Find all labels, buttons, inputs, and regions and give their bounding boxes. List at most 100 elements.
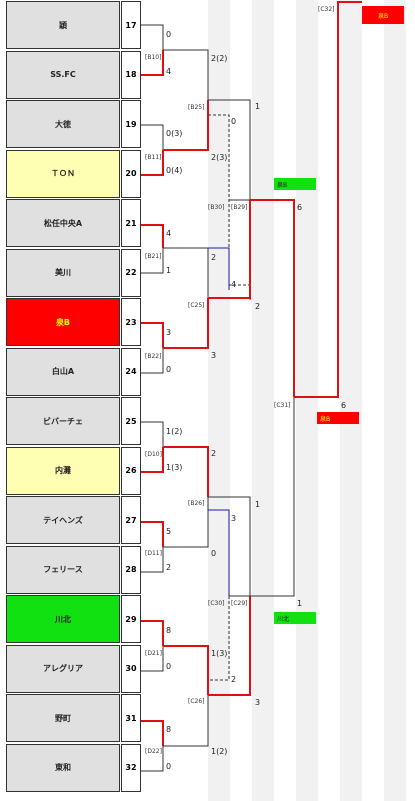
bracket-line bbox=[141, 746, 164, 772]
score-c29: 2 bbox=[231, 675, 237, 684]
match-label-c30: [C30] bbox=[208, 600, 225, 607]
score-r2d-top: 1(3) bbox=[211, 649, 228, 658]
score-m5-bot: 1(3) bbox=[166, 463, 183, 472]
score-m5-top: 1(2) bbox=[166, 427, 183, 436]
column-band-1 bbox=[208, 0, 230, 801]
team-name-cell: ビバーチェ bbox=[6, 397, 120, 445]
score-m3-bot: 1 bbox=[166, 266, 172, 275]
match-label-b21: [B21] bbox=[145, 253, 162, 260]
match-label-b10: [B10] bbox=[145, 54, 162, 61]
column-band-5 bbox=[384, 0, 406, 801]
team-number-cell: 29 bbox=[121, 595, 141, 643]
bracket-line bbox=[141, 50, 164, 76]
champion-badge: 泉B bbox=[362, 6, 404, 24]
match-label-c32: [C32] bbox=[318, 6, 335, 13]
team-number-cell: 23 bbox=[121, 298, 141, 346]
bracket-line bbox=[141, 224, 164, 248]
bracket-line bbox=[208, 247, 230, 290]
score-r2b-top: 2 bbox=[211, 253, 217, 262]
bracket-line bbox=[208, 99, 251, 200]
score-b29: 4 bbox=[231, 280, 237, 289]
column-band-4 bbox=[340, 0, 362, 801]
team-number-cell: 24 bbox=[121, 347, 141, 396]
match-label-d21: [D21] bbox=[145, 650, 162, 657]
team-number-cell: 25 bbox=[121, 397, 141, 445]
match-label-b22: [B22] bbox=[145, 353, 162, 360]
score-r2a-bot: 2(3) bbox=[211, 153, 228, 162]
team-number-cell: 18 bbox=[121, 50, 141, 99]
winner-badge-semi-top: 泉B bbox=[274, 178, 316, 190]
bracket-line bbox=[141, 547, 164, 573]
score-m7-bot: 0 bbox=[166, 662, 172, 671]
team-number-cell: 26 bbox=[121, 446, 141, 495]
score-m8-bot: 0 bbox=[166, 762, 172, 771]
score-r2a-top: 2(2) bbox=[211, 54, 228, 63]
team-number-cell: 28 bbox=[121, 545, 141, 594]
score-m4-bot: 0 bbox=[166, 365, 172, 374]
team-number-cell: 31 bbox=[121, 694, 141, 742]
team-name-cell: フェリース bbox=[6, 545, 120, 594]
match-label-b11: [B11] bbox=[145, 154, 162, 161]
bracket-line bbox=[141, 447, 164, 473]
bracket-line bbox=[141, 124, 164, 150]
bracket-line bbox=[163, 645, 209, 695]
team-number-cell: 20 bbox=[121, 149, 141, 198]
column-band-3 bbox=[296, 0, 318, 801]
match-label-b30: [B30] bbox=[208, 204, 225, 211]
score-m1-top: 0 bbox=[166, 30, 172, 39]
team-name-cell: SS.FC bbox=[6, 50, 120, 99]
team-number-cell: 32 bbox=[121, 743, 141, 792]
match-label-c25: [C25] bbox=[188, 302, 205, 309]
match-label-d10: [D10] bbox=[145, 451, 162, 458]
bracket-line bbox=[208, 596, 230, 681]
bracket-line bbox=[141, 521, 164, 547]
score-r3b-top: 1 bbox=[255, 500, 261, 509]
score-semi-top: 6 bbox=[297, 203, 303, 212]
score-r3b-bot: 3 bbox=[255, 698, 261, 707]
bracket-line bbox=[163, 100, 209, 151]
match-label-c31: [C31] bbox=[274, 402, 291, 409]
score-r3a-bot: 2 bbox=[255, 302, 261, 311]
bracket-line bbox=[294, 1, 362, 398]
score-m8-top: 8 bbox=[166, 725, 172, 734]
team-name-cell: 川北 bbox=[6, 595, 120, 643]
team-name-cell: 美川 bbox=[6, 248, 120, 297]
bracket-line bbox=[163, 695, 209, 747]
winner-badge-semi-bot: 川北 bbox=[274, 612, 316, 624]
team-name-cell: 内灘 bbox=[6, 446, 120, 495]
bracket-line bbox=[141, 150, 164, 176]
bracket-line bbox=[250, 199, 295, 397]
score-b30: 0 bbox=[231, 117, 237, 126]
score-m1-bot: 4 bbox=[166, 67, 172, 76]
score-m3-top: 4 bbox=[166, 229, 172, 238]
bracket-line bbox=[141, 421, 164, 447]
bracket-line bbox=[208, 496, 251, 596]
bracket-line bbox=[163, 446, 209, 497]
bracket-line bbox=[141, 322, 164, 348]
team-name-cell: 穎 bbox=[6, 1, 120, 49]
score-m7-top: 8 bbox=[166, 626, 172, 635]
score-semi-bot: 1 bbox=[297, 599, 303, 608]
team-number-cell: 17 bbox=[121, 1, 141, 49]
bracket-line bbox=[163, 49, 209, 100]
match-label-c26: [C26] bbox=[188, 698, 205, 705]
score-m4-top: 3 bbox=[166, 328, 172, 337]
bracket-line bbox=[141, 348, 164, 374]
bracket-line bbox=[163, 298, 209, 349]
match-label-b25: [B25] bbox=[188, 104, 205, 111]
team-number-cell: 19 bbox=[121, 100, 141, 148]
team-name-cell: 松任中央A bbox=[6, 199, 120, 247]
score-c30: 3 bbox=[231, 514, 237, 523]
bracket-line bbox=[141, 646, 164, 672]
bracket-line bbox=[141, 720, 164, 746]
match-label-d11: [D11] bbox=[145, 550, 162, 557]
match-label-d22: [D22] bbox=[145, 748, 162, 755]
team-name-cell: 大徳 bbox=[6, 100, 120, 148]
score-r2d-bot: 1(2) bbox=[211, 747, 228, 756]
bracket-line bbox=[163, 497, 209, 548]
score-r2c-bot: 0 bbox=[211, 549, 217, 558]
score-final: 6 bbox=[341, 401, 347, 410]
bracket-line bbox=[141, 24, 164, 50]
team-name-cell: 野町 bbox=[6, 694, 120, 742]
